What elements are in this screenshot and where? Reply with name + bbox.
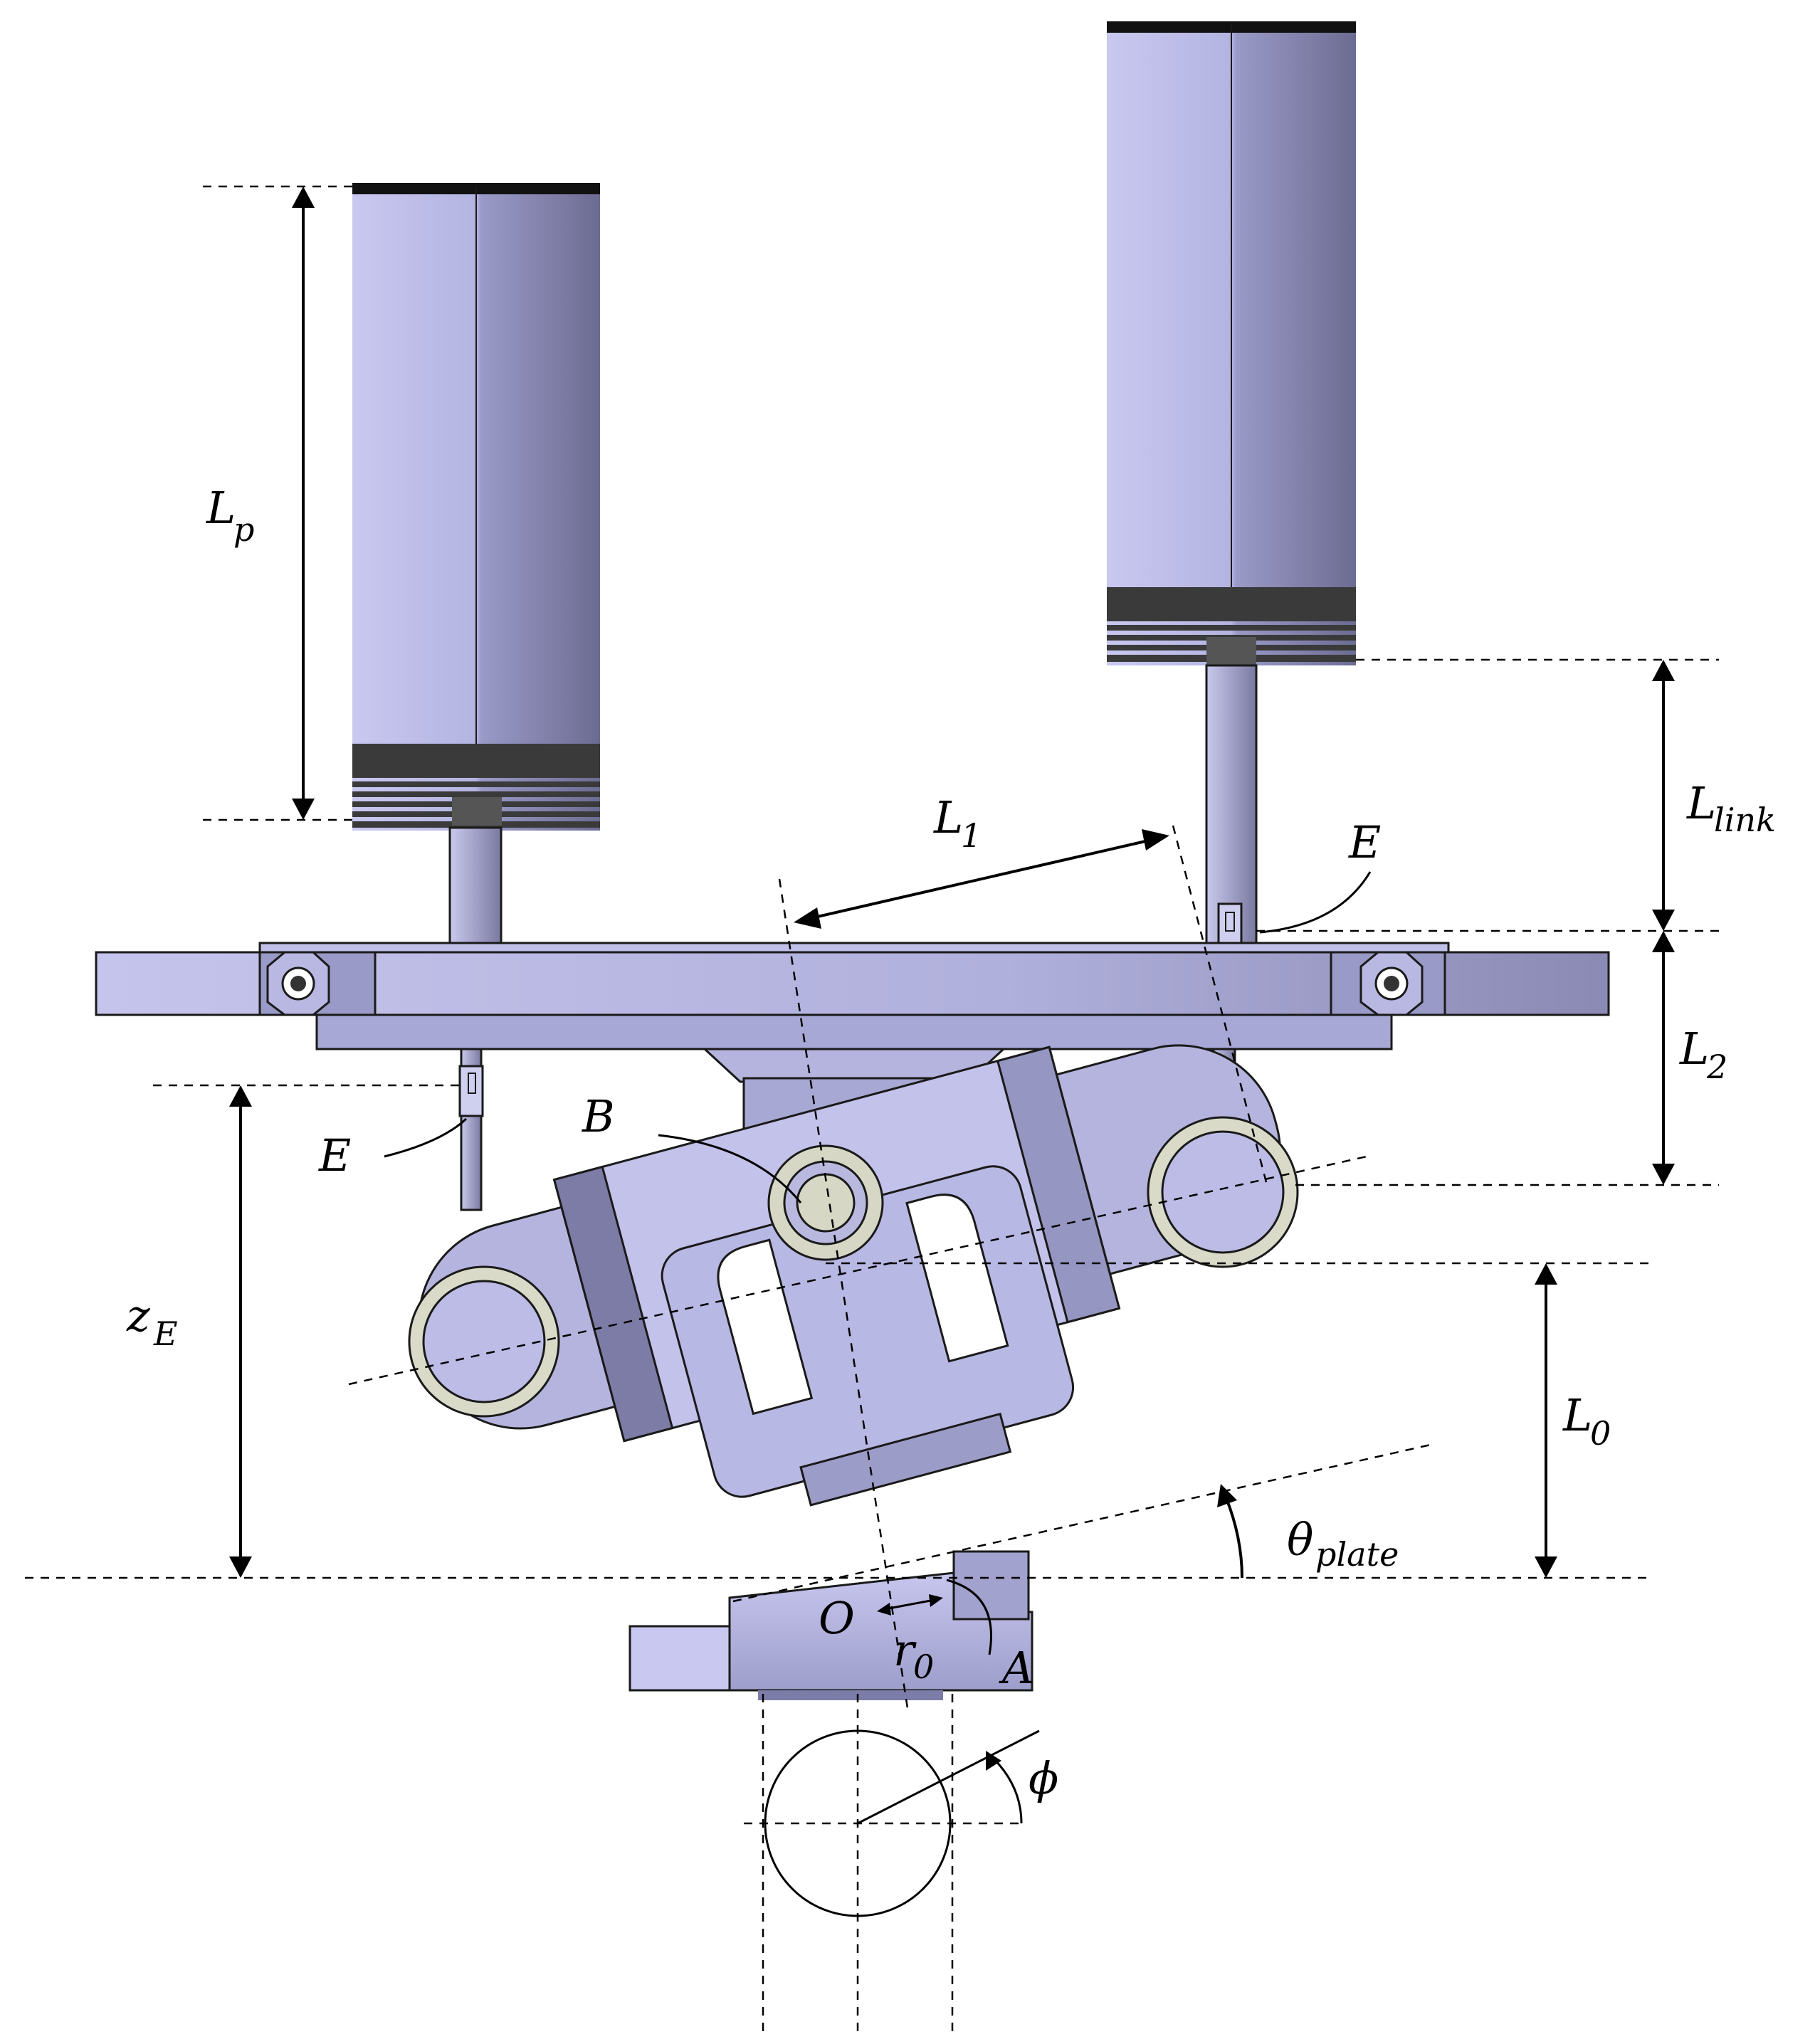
label-L2-main: L [1679, 1023, 1709, 1075]
reference-lines [25, 185, 1719, 2032]
label-theta-plate-main: θ [1287, 1514, 1313, 1566]
label-r0: r 0 [893, 1624, 934, 1686]
label-zE-main: z [126, 1290, 150, 1342]
label-B: B [582, 1090, 615, 1142]
leader-lines [384, 871, 1372, 1655]
label-r0-sub: 0 [913, 1648, 934, 1686]
label-L2-sub: 2 [1706, 1048, 1727, 1086]
left-connecting-rod [448, 826, 503, 1211]
label-E-right: E [1348, 816, 1381, 868]
label-Lp-sub: p [233, 510, 254, 549]
label-L0-sub: 0 [1590, 1414, 1611, 1453]
label-zE-sub: E [153, 1315, 178, 1353]
label-Llink-main: L [1686, 777, 1716, 829]
label-phi: ϕ [1029, 1752, 1058, 1804]
label-theta-plate-sub: plate [1315, 1535, 1399, 1574]
label-L2: L 2 [1679, 1023, 1727, 1086]
label-L1-main: L [933, 791, 963, 843]
label-theta-plate: θ plate [1287, 1514, 1399, 1574]
tilted-carrier [418, 1044, 1281, 1507]
label-r0-main: r [893, 1624, 917, 1676]
left-piston-cylinder [352, 183, 600, 831]
left-pin-ring [408, 1265, 560, 1418]
label-zE: z E [126, 1290, 178, 1353]
label-Lp-main: L [206, 482, 236, 534]
label-E-left: E [318, 1129, 351, 1181]
label-L0-main: L [1562, 1389, 1592, 1441]
label-Lp: L p [206, 482, 254, 549]
dimension-arrows [229, 186, 1675, 1824]
label-L0: L 0 [1562, 1389, 1611, 1453]
right-piston-cylinder [1107, 21, 1356, 667]
crank-circle [764, 1729, 1040, 1917]
label-L1: L 1 [933, 791, 982, 855]
label-Llink-sub: link [1714, 801, 1776, 839]
label-A: A [999, 1642, 1034, 1694]
label-Llink: L link [1686, 777, 1776, 839]
label-L1-sub: 1 [961, 816, 982, 855]
right-pin-ring [1147, 1116, 1299, 1268]
label-O: O [819, 1592, 855, 1644]
